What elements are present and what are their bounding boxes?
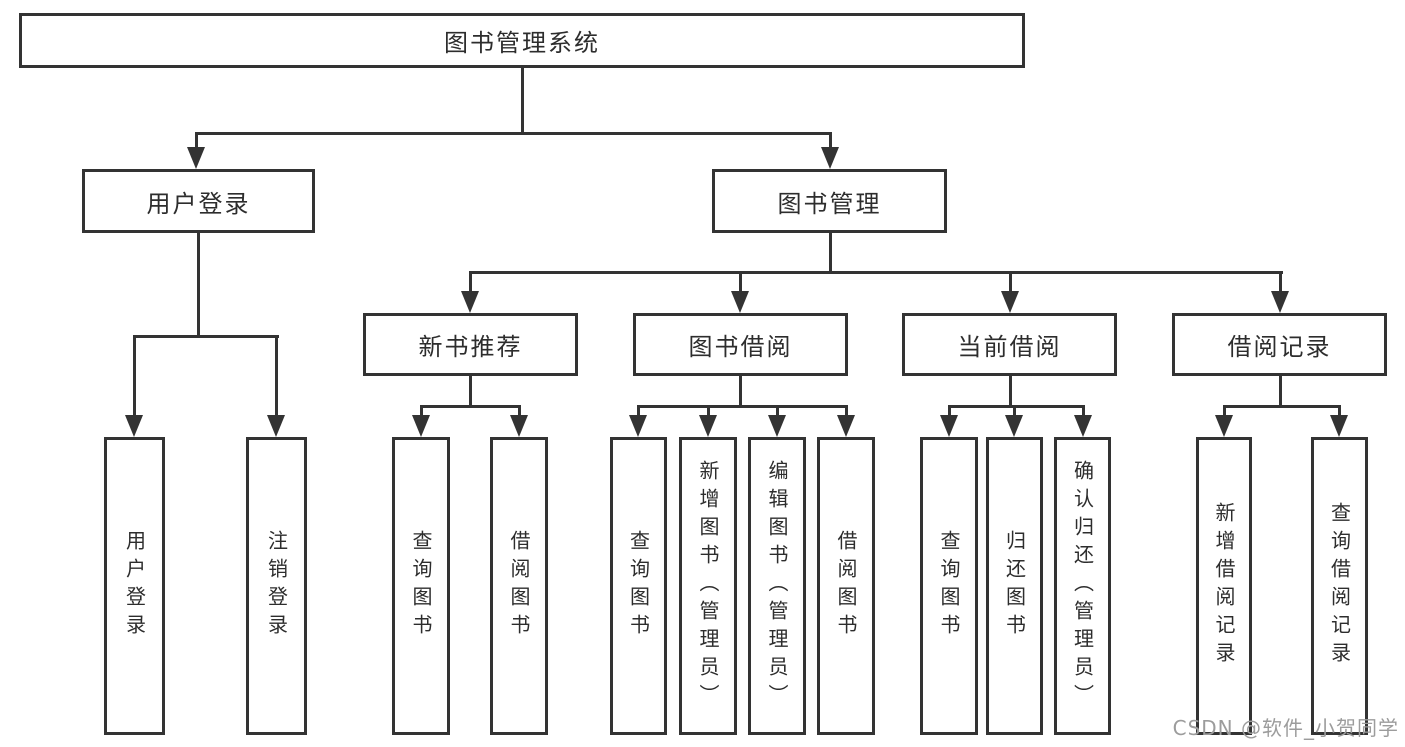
connector-line bbox=[133, 335, 279, 338]
node-leaf-query-book-current: 查询图书 bbox=[920, 437, 978, 735]
node-leaf-logout: 注销登录 bbox=[246, 437, 307, 735]
node-label: 新增借阅记录 bbox=[1212, 502, 1236, 670]
connector-line bbox=[829, 132, 832, 152]
node-leaf-confirm-return-admin: 确认归还（管理员） bbox=[1054, 437, 1111, 735]
node-leaf-query-book-recommend: 查询图书 bbox=[392, 437, 450, 735]
node-label: 用户登录 bbox=[146, 189, 251, 218]
connector-line bbox=[948, 405, 1085, 408]
arrowhead-icon bbox=[837, 415, 855, 437]
arrowhead-icon bbox=[1215, 415, 1233, 437]
connector-line bbox=[637, 405, 848, 408]
connector-line bbox=[948, 405, 951, 419]
connector-line bbox=[1223, 405, 1341, 408]
node-user-login: 用户登录 bbox=[82, 169, 315, 233]
arrowhead-icon bbox=[125, 415, 143, 437]
node-label: 查询图书 bbox=[409, 530, 433, 642]
connector-line bbox=[1279, 271, 1282, 295]
node-label: 新书推荐 bbox=[418, 333, 523, 361]
node-label: 确认归还（管理员） bbox=[1070, 460, 1095, 712]
connector-line bbox=[776, 405, 779, 419]
node-label: 注销登录 bbox=[264, 530, 289, 642]
connector-line bbox=[133, 335, 136, 420]
node-leaf-add-borrow-record: 新增借阅记录 bbox=[1196, 437, 1252, 735]
connector-line bbox=[518, 405, 521, 419]
node-label: 图书管理 bbox=[777, 189, 882, 218]
node-label: 编辑图书（管理员） bbox=[765, 460, 789, 712]
node-leaf-add-book-admin: 新增图书（管理员） bbox=[679, 437, 737, 735]
node-label: 归还图书 bbox=[1002, 530, 1027, 642]
connector-line bbox=[1338, 405, 1341, 419]
node-label: 借阅图书 bbox=[834, 530, 858, 642]
arrowhead-icon bbox=[461, 291, 479, 313]
node-leaf-user-login: 用户登录 bbox=[104, 437, 165, 735]
arrowhead-icon bbox=[1271, 291, 1289, 313]
arrowhead-icon bbox=[1330, 415, 1348, 437]
connector-line bbox=[469, 271, 1283, 274]
arrowhead-icon bbox=[412, 415, 430, 437]
node-leaf-borrow-book: 借阅图书 bbox=[817, 437, 875, 735]
node-label: 当前借阅 bbox=[957, 333, 1062, 361]
node-book-management: 图书管理 bbox=[712, 169, 947, 233]
node-book-borrow: 图书借阅 bbox=[633, 313, 848, 376]
connector-line bbox=[420, 405, 423, 419]
connector-line bbox=[637, 405, 640, 419]
csdn-watermark: CSDN @软件_小贺同学 bbox=[1172, 716, 1399, 740]
arrowhead-icon bbox=[1005, 415, 1023, 437]
arrowhead-icon bbox=[821, 147, 839, 169]
arrowhead-icon bbox=[731, 291, 749, 313]
connector-line bbox=[469, 271, 472, 295]
connector-line bbox=[829, 233, 832, 274]
node-leaf-return-book: 归还图书 bbox=[986, 437, 1043, 735]
arrowhead-icon bbox=[940, 415, 958, 437]
connector-line bbox=[420, 405, 520, 408]
connector-line bbox=[197, 233, 200, 338]
node-label: 用户登录 bbox=[122, 530, 147, 642]
connector-line bbox=[739, 271, 742, 295]
node-leaf-query-book-borrow: 查询图书 bbox=[610, 437, 667, 735]
arrowhead-icon bbox=[629, 415, 647, 437]
arrowhead-icon bbox=[1001, 291, 1019, 313]
node-leaf-query-borrow-record: 查询借阅记录 bbox=[1311, 437, 1368, 735]
connector-line bbox=[707, 405, 710, 419]
node-leaf-edit-book-admin: 编辑图书（管理员） bbox=[748, 437, 806, 735]
node-borrow-records: 借阅记录 bbox=[1172, 313, 1387, 376]
connector-line bbox=[521, 68, 524, 135]
arrowhead-icon bbox=[699, 415, 717, 437]
node-new-book-recommend: 新书推荐 bbox=[363, 313, 578, 376]
connector-line bbox=[469, 375, 472, 408]
connector-line bbox=[1013, 405, 1016, 419]
connector-line bbox=[1223, 405, 1226, 419]
node-label: 查询图书 bbox=[937, 530, 961, 642]
node-label: 新增图书（管理员） bbox=[696, 460, 720, 712]
node-label: 查询图书 bbox=[626, 530, 651, 642]
connector-line bbox=[739, 375, 742, 408]
connector-line bbox=[1279, 375, 1282, 408]
arrowhead-icon bbox=[768, 415, 786, 437]
node-label: 图书管理系统 bbox=[444, 29, 600, 57]
arrowhead-icon bbox=[187, 147, 205, 169]
connector-line bbox=[1009, 375, 1012, 408]
connector-line bbox=[845, 405, 848, 419]
arrowhead-icon bbox=[510, 415, 528, 437]
connector-line bbox=[195, 132, 198, 152]
node-leaf-borrow-book-recommend: 借阅图书 bbox=[490, 437, 548, 735]
connector-line bbox=[275, 335, 278, 420]
connector-line bbox=[195, 132, 832, 135]
arrowhead-icon bbox=[267, 415, 285, 437]
node-current-borrow: 当前借阅 bbox=[902, 313, 1117, 376]
arrowhead-icon bbox=[1074, 415, 1092, 437]
connector-line bbox=[1082, 405, 1085, 419]
connector-line bbox=[1009, 271, 1012, 295]
node-label: 图书借阅 bbox=[688, 333, 793, 361]
node-label: 借阅记录 bbox=[1227, 333, 1332, 361]
node-label: 查询借阅记录 bbox=[1327, 502, 1352, 670]
node-library-system: 图书管理系统 bbox=[19, 13, 1025, 68]
node-label: 借阅图书 bbox=[507, 530, 531, 642]
